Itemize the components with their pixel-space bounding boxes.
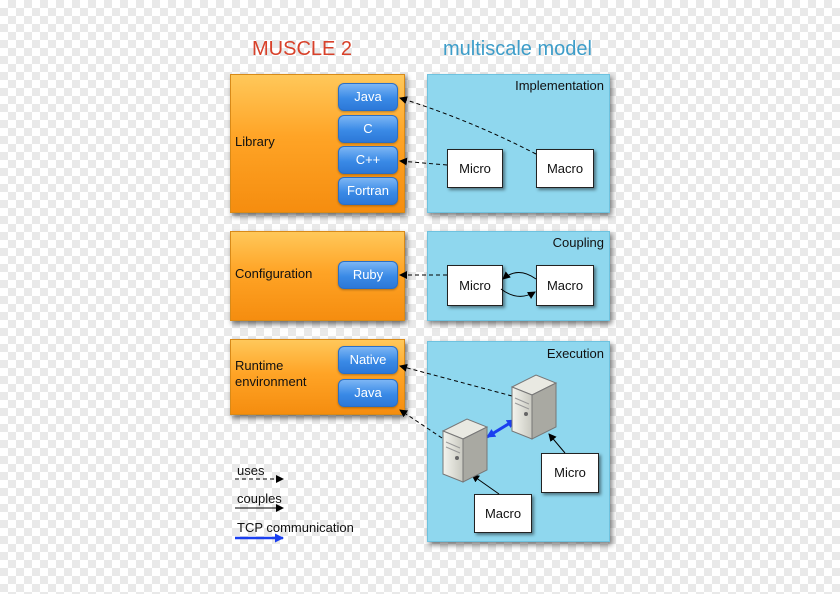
coupling-micro-node[interactable]: Micro (447, 265, 503, 306)
language-java-pill[interactable]: Java (338, 83, 398, 111)
language-fortran-pill[interactable]: Fortran (338, 177, 398, 205)
library-label: Library (235, 134, 275, 149)
uses-arrow-server-to-java (399, 409, 443, 439)
couples-arrow-micro-to-macro (500, 288, 536, 299)
muscle-title: MUSCLE 2 (252, 38, 353, 60)
server-tower-icon (441, 418, 489, 483)
execution-micro-node[interactable]: Micro (541, 453, 599, 493)
uses-arrow-macro-to-java (399, 96, 537, 155)
execution-title: Execution (546, 346, 604, 361)
runtime-label-line1: Runtime (235, 358, 284, 373)
couples-arrow-macro-to-server (471, 474, 500, 495)
language-cpp-pill[interactable]: C++ (338, 146, 398, 174)
multiscale-model-title: multiscale model (443, 38, 592, 60)
implementation-micro-node[interactable]: Micro (447, 149, 503, 188)
couples-arrow-macro-to-micro (502, 271, 537, 280)
execution-macro-node[interactable]: Macro (474, 494, 532, 533)
server-tower-icon (510, 374, 558, 440)
uses-arrow-server-to-native (399, 363, 513, 397)
tcp-arrow-between-servers (486, 418, 516, 439)
coupling-macro-node[interactable]: Macro (536, 265, 594, 306)
runtime-native-pill[interactable]: Native (338, 346, 398, 374)
runtime-label-line2: environment (235, 374, 307, 389)
language-ruby-pill[interactable]: Ruby (338, 261, 398, 289)
configuration-label: Configuration (235, 266, 313, 281)
legend-uses-label: uses (237, 463, 265, 478)
implementation-macro-node[interactable]: Macro (536, 149, 594, 188)
implementation-title: Implementation (515, 78, 604, 93)
uses-arrow-micro-to-cpp (399, 157, 448, 166)
couples-arrow-micro-to-server (548, 433, 566, 454)
legend-tcp-label: TCP communication (237, 520, 354, 535)
runtime-java-pill[interactable]: Java (338, 379, 398, 407)
implementation-panel (427, 74, 610, 213)
coupling-title: Coupling (552, 235, 604, 250)
language-c-pill[interactable]: C (338, 115, 398, 143)
legend-couples-label: couples (237, 491, 282, 506)
